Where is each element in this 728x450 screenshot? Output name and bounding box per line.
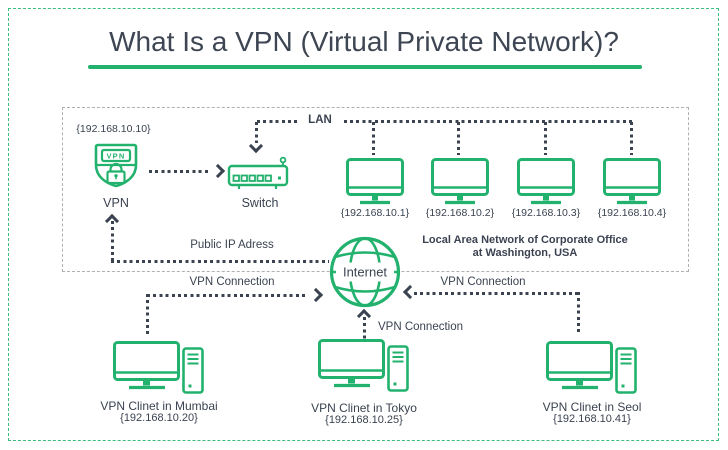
internet-globe-icon: Internet bbox=[329, 236, 401, 308]
lan-trunk-line bbox=[257, 120, 632, 123]
client-name-seoul: VPN Clinet in Seol bbox=[542, 400, 642, 414]
lan-caption-line1: Local Area Network of Corporate Office bbox=[422, 234, 628, 246]
client-name-mumbai: VPN Clinet in Mumbai bbox=[100, 399, 218, 413]
client-desktop-icon-seoul bbox=[546, 341, 637, 394]
lan-dropper-3 bbox=[544, 122, 547, 155]
lan-caption: Local Area Network of Corporate Office a… bbox=[400, 234, 650, 259]
lan-computer-icon-4 bbox=[603, 158, 661, 205]
page-title: What Is a VPN (Virtual Private Network)? bbox=[109, 26, 619, 57]
mumbai-connection-line-horizontal bbox=[147, 294, 308, 297]
lan-caption-line2: at Washington, USA bbox=[472, 246, 578, 259]
lan-dropper-4 bbox=[630, 122, 633, 155]
seoul-connection-label: VPN Connection bbox=[440, 276, 526, 288]
lan-computer-icon-2 bbox=[431, 158, 489, 205]
seoul-connection-line-horizontal bbox=[414, 292, 579, 295]
vpn-gateway-label: VPN bbox=[103, 196, 129, 210]
internet-label: Internet bbox=[343, 265, 387, 280]
public-ip-line-vertical bbox=[111, 221, 114, 261]
lan-dropper-2 bbox=[457, 122, 460, 155]
vpn-to-switch-line bbox=[149, 170, 211, 173]
title-underline bbox=[88, 65, 642, 69]
mumbai-connection-label: VPN Connection bbox=[189, 276, 275, 288]
mumbai-connection-line-vertical bbox=[146, 294, 149, 334]
lan-computer-ip-2: {192.168.10.2} bbox=[425, 207, 495, 219]
lan-to-switch-line bbox=[255, 122, 258, 143]
lan-computer-ip-3: {192.168.10.3} bbox=[511, 207, 581, 219]
lan-computer-ip-1: {192.168.10.1} bbox=[340, 207, 410, 219]
client-ip-tokyo: {192.168.10.25} bbox=[325, 414, 403, 426]
client-ip-seoul: {192.168.10.41} bbox=[553, 413, 631, 425]
lan-label: LAN bbox=[297, 112, 343, 128]
client-name-tokyo: VPN Clinet in Tokyo bbox=[311, 401, 417, 415]
vpn-shield-text: VPN bbox=[106, 152, 125, 161]
lan-computer-icon-3 bbox=[517, 158, 575, 205]
lan-computer-icon-1 bbox=[346, 158, 404, 205]
client-desktop-icon-tokyo bbox=[318, 339, 409, 392]
tokyo-connection-label: VPN Connection bbox=[378, 321, 464, 333]
vpn-gateway-ip: {192.168.10.10} bbox=[76, 123, 151, 135]
client-ip-mumbai: {192.168.10.20} bbox=[120, 412, 198, 424]
client-desktop-icon-mumbai bbox=[113, 341, 204, 394]
outer-dashed-border bbox=[8, 8, 719, 441]
seoul-connection-line-vertical bbox=[577, 292, 580, 332]
lan-computer-ip-4: {192.168.10.4} bbox=[597, 207, 667, 219]
tokyo-connection-line bbox=[363, 317, 366, 342]
public-ip-line-horizontal bbox=[111, 260, 329, 263]
vpn-shield-icon: VPN bbox=[94, 143, 138, 188]
lan-dropper-1 bbox=[372, 122, 375, 155]
switch-label: Switch bbox=[241, 196, 279, 210]
switch-icon bbox=[227, 156, 289, 189]
public-ip-label: Public IP Adress bbox=[190, 239, 274, 251]
